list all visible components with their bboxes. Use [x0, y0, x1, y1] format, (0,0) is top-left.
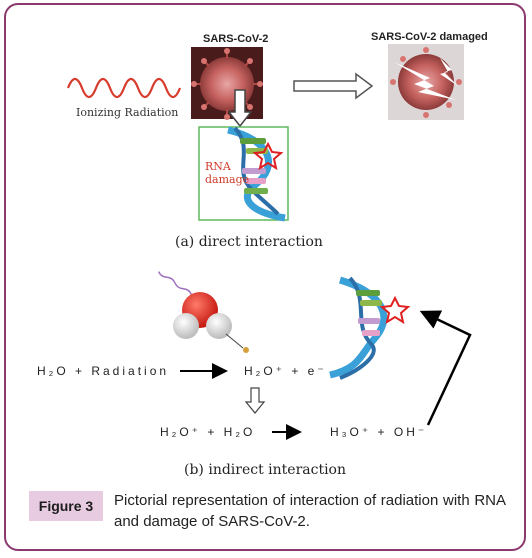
radiation-label: Ionizing Radiation — [76, 106, 179, 119]
figure-frame — [4, 3, 526, 551]
radiation-wave — [66, 77, 182, 99]
rna-damage-label: RNA damage — [205, 160, 249, 186]
equation2-right: H₃O⁺ + OH⁻ — [330, 425, 428, 439]
hollow-arrow-down-2 — [244, 387, 266, 414]
figure-badge: Figure 3 — [29, 491, 103, 521]
rna-damage-line2: damage — [205, 173, 250, 186]
damaged-virus-image — [388, 44, 464, 120]
hollow-arrow-down — [227, 89, 253, 128]
rna-damage-box — [198, 126, 289, 221]
water-molecule — [157, 271, 249, 353]
rna-helix-bottom — [329, 276, 411, 380]
equation1-left: H₂O + Radiation — [37, 364, 170, 378]
figure-caption: Pictorial representation of interaction … — [114, 492, 506, 530]
virus-label: SARS-CoV-2 — [203, 33, 269, 45]
hollow-arrow-right — [293, 72, 374, 100]
indirect-interaction-caption: (b) indirect interaction — [184, 462, 346, 478]
rna-damage-line1: RNA — [205, 160, 231, 173]
equation1-right: H₂O⁺ + e⁻ — [244, 364, 327, 378]
equation2-left: H₂O⁺ + H₂O — [160, 425, 256, 439]
virus-image — [191, 47, 263, 120]
damaged-virus-label: SARS-CoV-2 damaged — [371, 31, 488, 43]
rna-helix-top — [227, 126, 286, 222]
direct-interaction-caption: (a) direct interaction — [175, 234, 323, 250]
feedback-arrow — [419, 310, 472, 426]
